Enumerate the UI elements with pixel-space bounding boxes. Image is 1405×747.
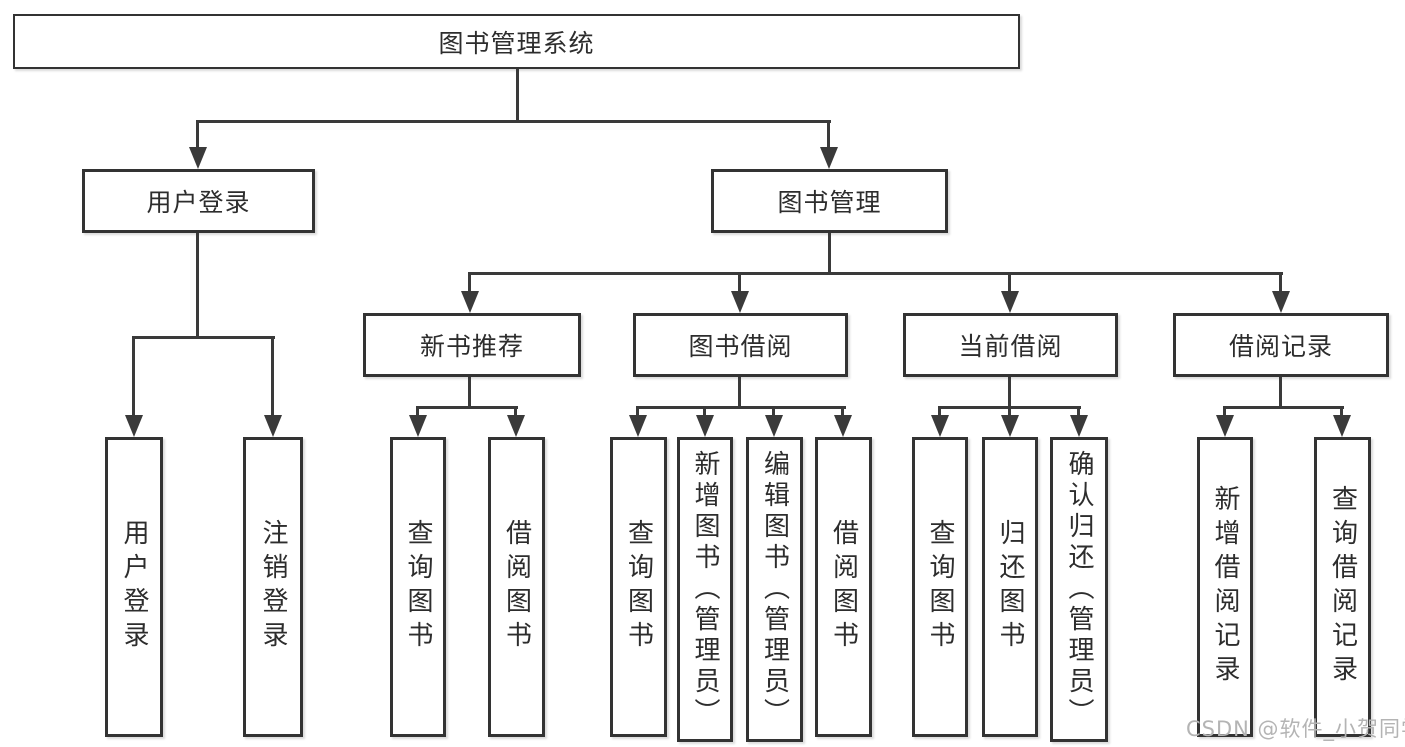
node-book-management: 图书管理 bbox=[711, 169, 948, 233]
connector-user-login-split bbox=[132, 336, 275, 339]
connector-root-split bbox=[196, 120, 831, 123]
arrowhead-g2-query bbox=[629, 415, 647, 437]
connector-new-book-stem bbox=[468, 377, 471, 406]
connector-drop-g3-query bbox=[938, 406, 941, 416]
connector-drop-g3-return bbox=[1008, 406, 1011, 416]
node-borrow-records: 借阅记录 bbox=[1173, 313, 1389, 377]
leaf-return-book: 归还图书 bbox=[982, 437, 1038, 737]
leaf-query-books-borrow: 查询图书 bbox=[610, 437, 667, 737]
arrowhead-user-login bbox=[189, 147, 207, 169]
arrowhead-book-management bbox=[820, 147, 838, 169]
leaf-borrow-books: 借阅图书 bbox=[815, 437, 872, 737]
node-user-login: 用户登录 bbox=[82, 169, 315, 233]
connector-book-management-stem bbox=[828, 233, 831, 272]
arrowhead-book-borrow bbox=[731, 291, 749, 313]
connector-current-borrow-stem bbox=[1008, 377, 1011, 406]
leaf-borrow-books-recommend: 借阅图书 bbox=[488, 437, 545, 737]
leaf-query-books-recommend: 查询图书 bbox=[390, 437, 446, 737]
connector-drop-g2-edit bbox=[772, 406, 775, 416]
connector-book-management-split bbox=[468, 272, 1283, 275]
node-current-borrow: 当前借阅 bbox=[903, 313, 1118, 377]
leaf-add-borrow-record: 新增借阅记录 bbox=[1197, 437, 1253, 737]
connector-drop-new-book bbox=[468, 272, 471, 292]
arrowhead-g3-return bbox=[1001, 415, 1019, 437]
arrowhead-current-borrow bbox=[1001, 291, 1019, 313]
node-book-borrow: 图书借阅 bbox=[633, 313, 848, 377]
connector-drop-g2-borrow bbox=[841, 406, 844, 416]
node-new-book-recommend: 新书推荐 bbox=[363, 313, 581, 377]
connector-drop-leaf-user-login bbox=[132, 336, 135, 416]
leaf-confirm-return-admin: 确认归还（管理员） bbox=[1050, 437, 1108, 742]
arrowhead-g1-query bbox=[409, 415, 427, 437]
leaf-add-book-admin: 新增图书（管理员） bbox=[677, 437, 733, 742]
leaf-query-borrow-record: 查询借阅记录 bbox=[1314, 437, 1371, 737]
connector-new-book-split bbox=[416, 406, 518, 409]
connector-drop-book-borrow bbox=[738, 272, 741, 292]
node-root-library-system: 图书管理系统 bbox=[13, 14, 1020, 69]
connector-drop-g4-query bbox=[1340, 406, 1343, 416]
arrowhead-g2-edit bbox=[765, 415, 783, 437]
arrowhead-borrow-records bbox=[1272, 291, 1290, 313]
connector-drop-g3-confirm bbox=[1077, 406, 1080, 416]
connector-user-login-stem bbox=[196, 233, 199, 336]
connector-drop-book-management bbox=[827, 120, 830, 147]
connector-book-borrow-split bbox=[636, 406, 846, 409]
connector-drop-g2-query bbox=[636, 406, 639, 416]
connector-drop-g1-query bbox=[416, 406, 419, 416]
arrowhead-leaf-user-login bbox=[125, 415, 143, 437]
connector-drop-g1-borrow bbox=[514, 406, 517, 416]
connector-borrow-records-split bbox=[1223, 406, 1344, 409]
connector-book-borrow-stem bbox=[738, 377, 741, 406]
connector-borrow-records-stem bbox=[1279, 377, 1282, 406]
leaf-query-books-current: 查询图书 bbox=[912, 437, 968, 737]
arrowhead-leaf-logout bbox=[264, 415, 282, 437]
leaf-edit-book-admin: 编辑图书（管理员） bbox=[746, 437, 803, 742]
arrowhead-g4-query bbox=[1333, 415, 1351, 437]
arrowhead-g4-add bbox=[1216, 415, 1234, 437]
arrowhead-new-book bbox=[461, 291, 479, 313]
arrowhead-g3-query bbox=[931, 415, 949, 437]
connector-drop-g2-add bbox=[703, 406, 706, 416]
arrowhead-g1-borrow bbox=[507, 415, 525, 437]
connector-drop-borrow-records bbox=[1279, 272, 1282, 292]
leaf-logout: 注销登录 bbox=[243, 437, 303, 737]
arrowhead-g3-confirm bbox=[1070, 415, 1088, 437]
connector-drop-current-borrow bbox=[1008, 272, 1011, 292]
leaf-user-login: 用户登录 bbox=[105, 437, 163, 737]
connector-drop-user-login bbox=[196, 120, 199, 147]
arrowhead-g2-add bbox=[696, 415, 714, 437]
connector-root-stem bbox=[516, 69, 519, 123]
connector-drop-g4-add bbox=[1223, 406, 1226, 416]
csdn-watermark: CSDN @软件_小贺同学 bbox=[1186, 717, 1405, 741]
arrowhead-g2-borrow bbox=[834, 415, 852, 437]
connector-drop-leaf-logout bbox=[271, 336, 274, 416]
